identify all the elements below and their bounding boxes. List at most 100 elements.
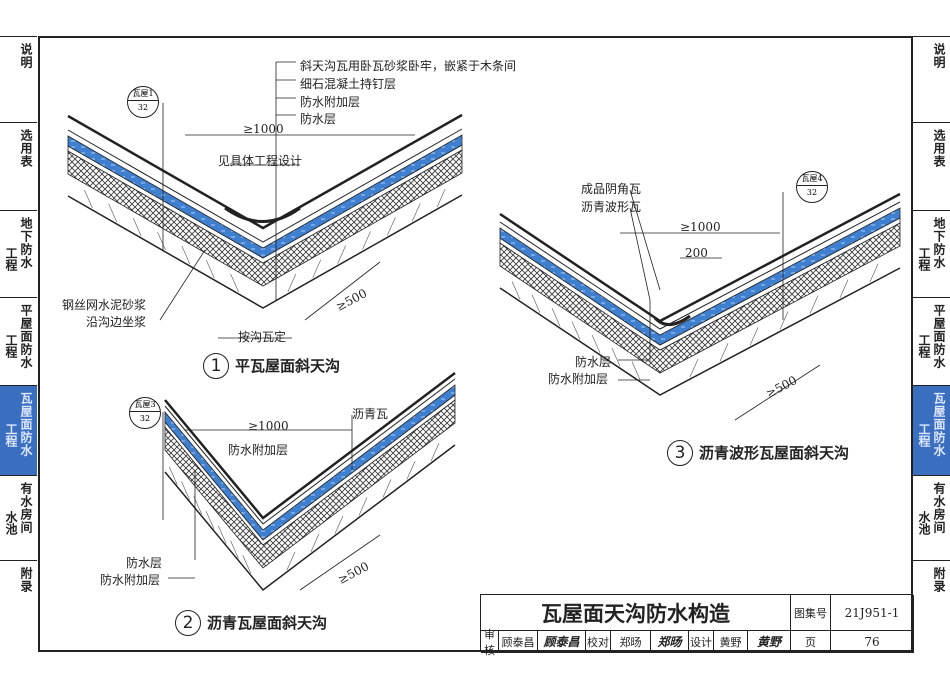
section-tab-label: 说明 — [19, 43, 33, 69]
detail1-dim-width: ≥1000 — [243, 122, 284, 136]
slab-hatch-line — [334, 515, 344, 534]
nailing-layer-line — [67, 128, 463, 243]
section-tab-label: 有水房间 — [19, 482, 33, 534]
section-tab[interactable]: 选用表 — [0, 122, 37, 210]
page-label: 页 — [791, 631, 831, 653]
slab-hatch-line — [631, 361, 641, 380]
detail3-dim-200: 200 — [685, 246, 708, 260]
slab-hatch-line — [84, 189, 93, 209]
atlas-number: 21J951-1 — [831, 595, 914, 631]
section-tab-label: 工程 — [4, 246, 18, 271]
check-label: 校对 — [586, 631, 611, 653]
section-tab-label: 瓦屋面防水 — [19, 392, 33, 457]
detail2-label-extra: 防水附加层 — [228, 443, 289, 457]
waterproof-layer — [499, 207, 901, 346]
section-tab-label: 工程 — [4, 423, 18, 447]
slab-hatch-line — [242, 555, 252, 574]
section-tab-label: 地下防水 — [932, 217, 946, 269]
section-tab[interactable]: 附录 — [913, 560, 950, 652]
slab-hatch-line — [511, 281, 521, 300]
detail2-dim-width: ≥1000 — [248, 419, 289, 433]
roof-deck-line — [164, 444, 456, 592]
page-number: 76 — [831, 631, 914, 653]
slab-hatch-line — [809, 295, 819, 314]
nailing-layer-line — [164, 378, 456, 525]
section-tab[interactable]: 有水房间水池 — [913, 475, 950, 560]
section-tab[interactable]: 地下防水工程 — [913, 210, 950, 297]
section-tab[interactable]: 瓦屋面防水工程 — [913, 385, 950, 475]
section-tab-label: 工程 — [917, 334, 931, 358]
slab-hatch-line — [591, 334, 601, 353]
section-tab-label: 工程 — [917, 423, 931, 447]
atlas-label: 图集号 — [791, 595, 831, 631]
review-label: 审核 — [481, 628, 499, 657]
detail1-label-mesh: 钢丝网水泥砂浆 — [62, 298, 147, 312]
slab-hatch-line — [181, 481, 190, 500]
detail2-label-shingle: 沥青瓦 — [352, 407, 389, 421]
slab-hatch-line — [430, 443, 440, 462]
slab-hatch-line — [230, 540, 239, 559]
section-tab-label: 附录 — [932, 567, 946, 593]
section-tab[interactable]: 选用表 — [913, 122, 950, 210]
section-tab-label: 平屋面防水 — [932, 304, 946, 369]
roof-deck-line — [499, 267, 901, 396]
slab-hatch-line — [337, 245, 346, 264]
designer-name: 黄野 — [714, 631, 748, 653]
detail1-note: 斜天沟瓦用卧瓦砂浆卧牢，嵌紧于木条间 — [300, 59, 517, 73]
section-tab[interactable]: 平屋面防水工程 — [0, 297, 37, 385]
slab-hatch-line — [551, 308, 561, 327]
leader-line — [299, 534, 381, 591]
section-tab[interactable]: 附录 — [0, 560, 37, 652]
slab-hatch-line — [168, 466, 178, 485]
slab-hatch-line — [406, 461, 416, 480]
section-tab-label: 工程 — [4, 334, 18, 358]
slab-hatch-line — [436, 189, 446, 208]
slab-hatch-line — [869, 263, 879, 282]
reviewer-name: 顾泰昌 — [499, 631, 538, 653]
section-tab-label: 水池 — [917, 510, 931, 535]
section-tab[interactable]: 有水房间水池 — [0, 475, 37, 560]
slab-hatch-line — [779, 311, 789, 330]
detail3-dim-width: ≥1000 — [680, 220, 721, 234]
section-tab[interactable]: 平屋面防水工程 — [913, 297, 950, 385]
detail2-label-wp: 防水层 — [126, 556, 163, 570]
slab-hatch-line — [312, 259, 322, 278]
slab-hatch-line — [132, 217, 142, 237]
slab-hatch-line — [839, 279, 849, 298]
slab-hatch-line — [571, 321, 581, 340]
leader-line — [734, 364, 821, 421]
designer-signature: 黄野 — [748, 631, 791, 653]
slab-hatch-line — [362, 231, 371, 250]
section-tab[interactable]: 瓦屋面防水工程 — [0, 385, 37, 475]
detail1-dim-gutter: 按沟瓦定 — [238, 330, 287, 344]
slab-hatch-line — [358, 497, 368, 516]
tile-layer — [67, 113, 463, 230]
slab-hatch-line — [205, 259, 215, 279]
corner-tile — [653, 314, 691, 326]
slab-hatch-line — [310, 533, 320, 552]
gutter-tile — [224, 206, 301, 223]
sheet-title: 瓦屋面天沟防水构造 — [481, 595, 791, 631]
section-tab[interactable]: 说明 — [0, 36, 37, 122]
section-tab[interactable]: 说明 — [913, 36, 950, 122]
checker-name: 郑旸 — [611, 631, 651, 653]
slab-hatch-line — [286, 551, 296, 570]
detail1-label-bed: 沿沟边坐浆 — [86, 315, 147, 329]
detail3-label-wp: 防水层 — [575, 355, 612, 369]
waterproof-layer — [164, 384, 456, 541]
section-tab-label: 地下防水 — [19, 217, 33, 269]
leader-line — [304, 261, 381, 321]
slab-hatch-line — [719, 343, 729, 362]
slab-hatch-line — [157, 231, 166, 251]
slab-hatch-line — [230, 273, 239, 293]
section-tab-label: 说明 — [932, 43, 946, 69]
slab-hatch-line — [205, 510, 215, 530]
section-tab[interactable]: 地下防水工程 — [0, 210, 37, 297]
slab-hatch-line — [689, 359, 699, 378]
